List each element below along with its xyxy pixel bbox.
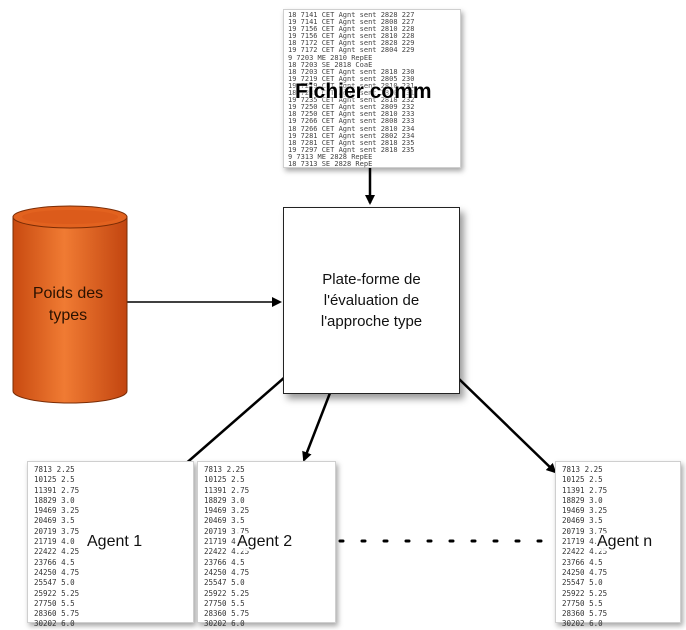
- agent-2-title: Agent 2: [236, 533, 294, 551]
- comm-file-title: Fichier comm: [295, 80, 432, 103]
- agent-2-content: 7813 2.25 10125 2.5 11391 2.75 18829 3.0…: [204, 465, 250, 629]
- weights-label: Poids des types: [32, 285, 104, 324]
- agent-n-content: 7813 2.25 10125 2.5 11391 2.75 18829 3.0…: [562, 465, 608, 629]
- arrow-platform-to-agent-n: [457, 377, 557, 474]
- agent-2-document: 7813 2.25 10125 2.5 11391 2.75 18829 3.0…: [197, 461, 336, 628]
- weights-database-icon: [12, 205, 128, 404]
- agent-1-document: 7813 2.25 10125 2.5 11391 2.75 18829 3.0…: [27, 461, 194, 628]
- evaluation-platform-box: Plate-forme de l'évaluation de l'approch…: [283, 207, 460, 394]
- agent-n-title: Agent n: [596, 533, 654, 551]
- arrow-platform-to-agent-2: [302, 392, 332, 462]
- platform-label: Plate-forme de l'évaluation de l'approch…: [320, 271, 423, 330]
- agent-1-content: 7813 2.25 10125 2.5 11391 2.75 18829 3.0…: [34, 465, 80, 629]
- comm-file-document: 18 7141 CET Agnt sent 2828 227 19 7141 C…: [283, 9, 461, 168]
- agent-n-document: 7813 2.25 10125 2.5 11391 2.75 18829 3.0…: [555, 461, 681, 628]
- comm-file-content: 18 7141 CET Agnt sent 2828 227 19 7141 C…: [288, 11, 415, 168]
- agent-1-title: Agent 1: [86, 533, 144, 551]
- arrow-platform-to-agent-1: [173, 376, 286, 475]
